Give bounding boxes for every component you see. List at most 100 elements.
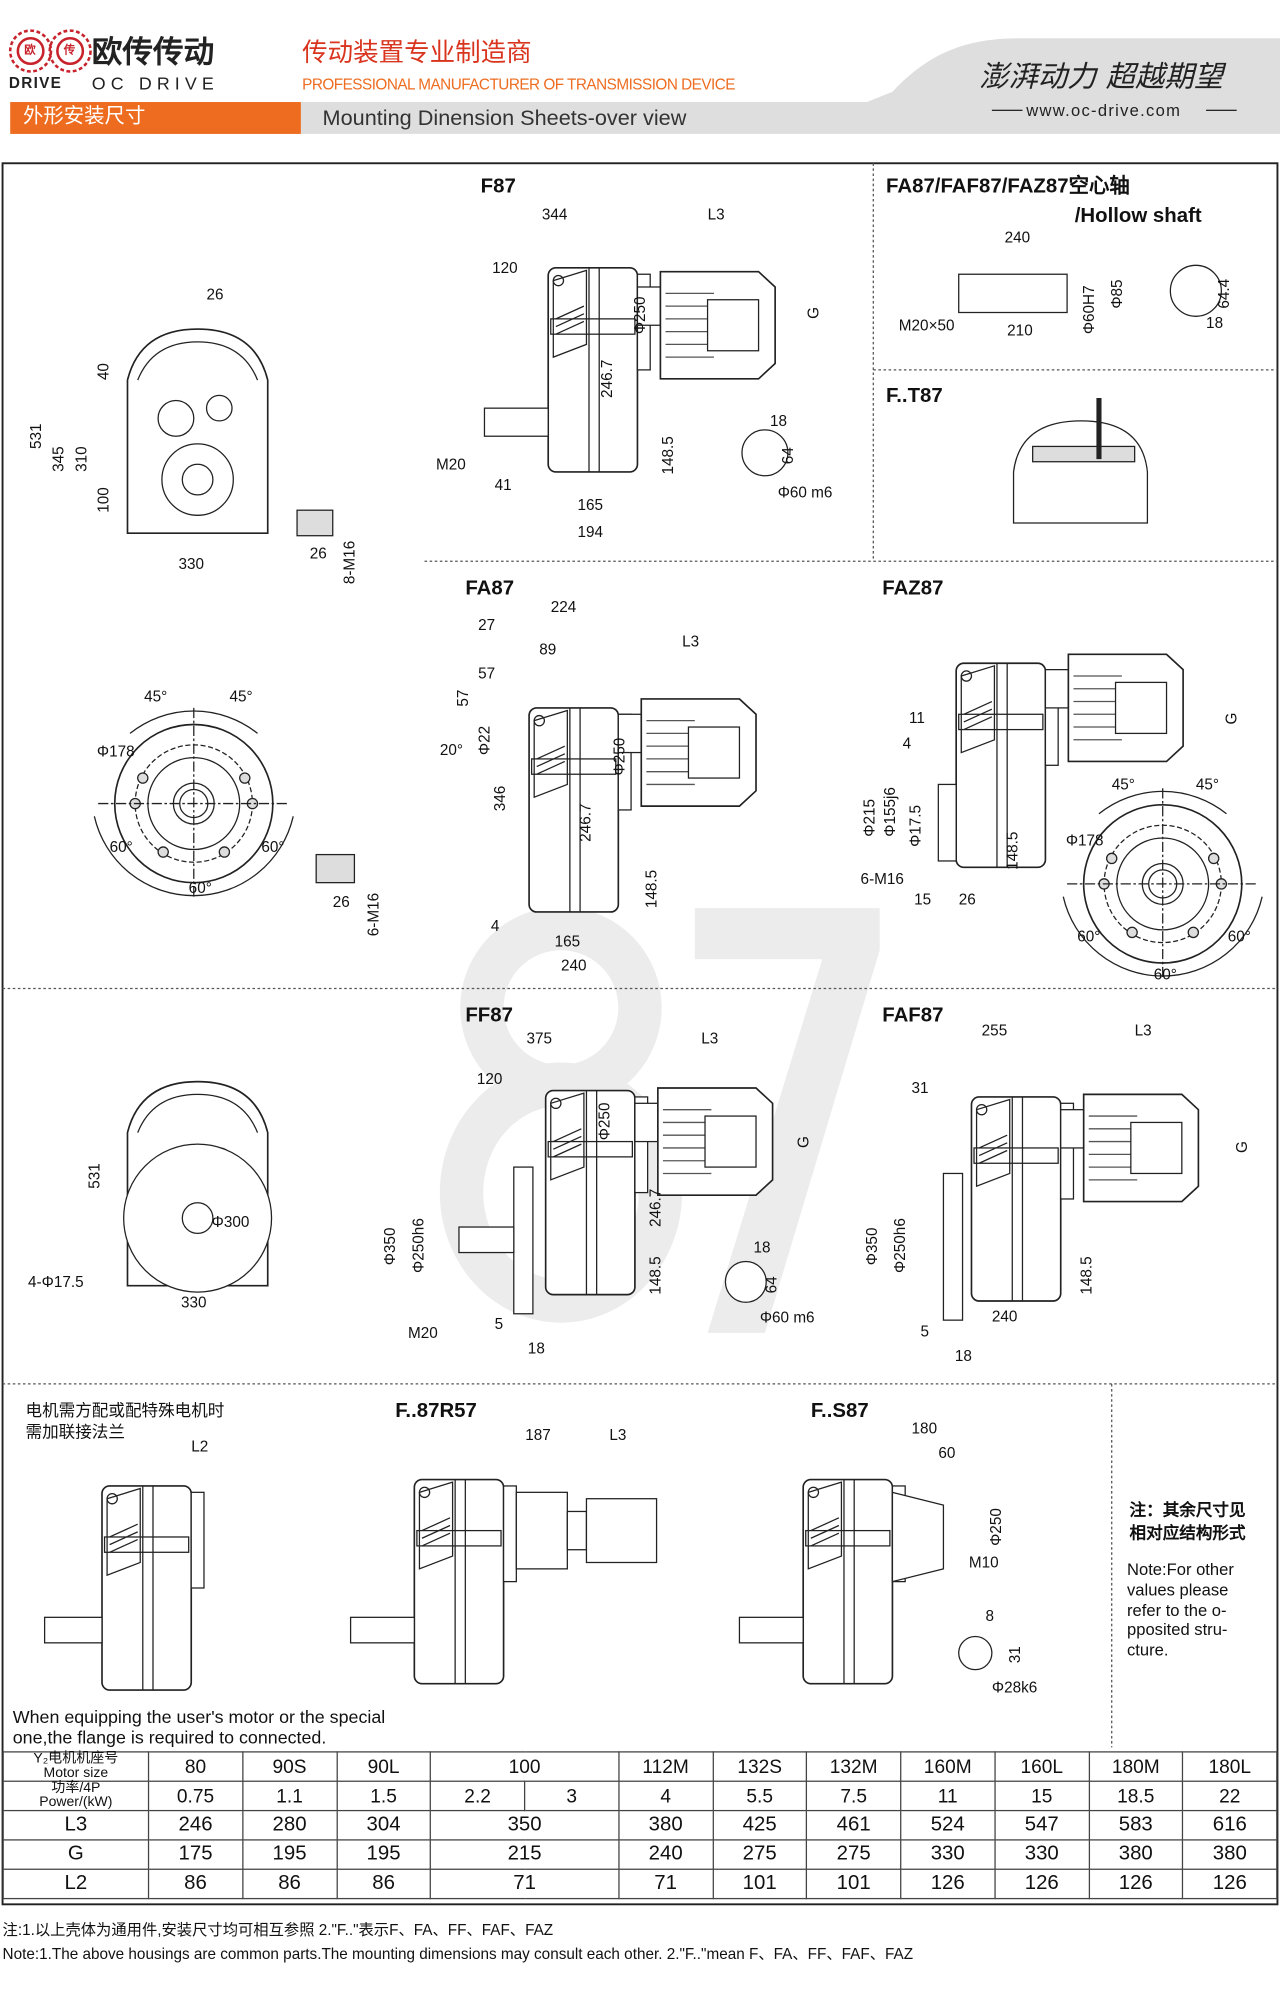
cell: 1.1 (241, 1780, 338, 1812)
dim-label: Φ22 (475, 725, 494, 756)
dim-label: M20×50 (898, 316, 955, 335)
cell: 240 (618, 1839, 714, 1870)
dim-label: 89 (539, 640, 557, 659)
dim-label: 57 (478, 664, 496, 683)
row-header: L3 (2, 1809, 150, 1841)
dim-label: 18 (753, 1238, 771, 1257)
dim-label: 18 (954, 1346, 972, 1365)
dim-label: Φ178 (96, 742, 135, 761)
dim-label: L3 (609, 1426, 627, 1444)
dim-label: 40 (94, 363, 113, 381)
dim-label: 60° (261, 838, 285, 856)
dim-label: Φ250 (610, 737, 629, 776)
title-s87: F..S87 (810, 1400, 869, 1423)
dim-label: 45° (144, 687, 168, 706)
cell: 160M (900, 1751, 996, 1782)
dim-label: 27 (478, 616, 496, 634)
dim-label: 45° (1111, 775, 1135, 794)
dim-label: G (794, 1136, 813, 1148)
dim-label: 6-M16 (364, 892, 383, 937)
cell: 380 (1182, 1839, 1278, 1870)
divider (1206, 109, 1237, 111)
cell: 11 (900, 1780, 996, 1812)
dim-label: 120 (476, 1070, 503, 1089)
cell: 132S (712, 1751, 808, 1782)
dim-label: 26 (309, 544, 327, 563)
cell: 0.75 (147, 1780, 244, 1812)
cell: 330 (994, 1839, 1090, 1870)
dim-label: 26 (958, 890, 976, 909)
dim-label: 60 (938, 1443, 956, 1462)
dim-label: 45° (1195, 775, 1220, 794)
dim-label: 180 (911, 1419, 938, 1438)
side-note-en: Note:For other (1127, 1559, 1234, 1580)
dim-label: 5 (494, 1315, 504, 1333)
cell: 100 (429, 1751, 620, 1782)
watermark-87-graphic (694, 908, 880, 1333)
dim-label: 6-M16 (860, 869, 904, 888)
dim-label: 531 (85, 1163, 104, 1189)
dim-label: 148.5 (642, 869, 661, 909)
row-header-cn: 功率/4P (51, 1780, 101, 1796)
row-header-en: Power/(kW) (39, 1794, 113, 1810)
cell: 101 (806, 1868, 902, 1900)
dim-label: 375 (526, 1029, 553, 1048)
dim-label: 4-Φ17.5 (28, 1272, 84, 1291)
cell: 101 (712, 1868, 808, 1900)
dim-label: 8 (985, 1607, 995, 1625)
dim-label: Φ250 (986, 1508, 1005, 1546)
dim-label: 344 (541, 205, 568, 224)
dim-label: 224 (550, 598, 577, 617)
dim-label: Φ250h6 (409, 1218, 428, 1273)
dim-label: 64 (762, 1276, 781, 1294)
dim-label: 310 (72, 446, 91, 472)
logo-text-en-left: DRIVE (8, 73, 63, 92)
cell: 195 (335, 1839, 432, 1870)
row-header: L2 (2, 1868, 150, 1900)
dim-label: 45° (229, 687, 253, 706)
dim-label: 18 (1206, 313, 1224, 332)
cell: 71 (429, 1868, 620, 1900)
logo-text-en-right: OC DRIVE (91, 72, 219, 94)
divider (991, 109, 1023, 111)
dim-label: 60° (1227, 927, 1251, 946)
cell: 547 (994, 1809, 1090, 1841)
dim-label: 15 (914, 890, 932, 909)
cell: 86 (241, 1868, 338, 1900)
cell: 7.5 (806, 1780, 902, 1812)
cell: 425 (712, 1809, 808, 1841)
dim-label: 18 (527, 1339, 545, 1358)
cell: 380 (618, 1809, 714, 1841)
dim-label: 210 (1007, 321, 1033, 340)
dim-label: 240 (560, 956, 587, 975)
cell: 524 (900, 1809, 996, 1841)
cell: 616 (1182, 1809, 1278, 1841)
dim-label: L3 (1134, 1021, 1152, 1040)
title-fa87: FA87 (465, 577, 515, 600)
cell: 90S (241, 1751, 338, 1782)
dim-label: 60° (188, 878, 212, 897)
dim-label: 246.7 (597, 359, 616, 398)
side-note-en: refer to the o- (1127, 1600, 1227, 1620)
dim-label: 531 (26, 423, 45, 449)
dim-label: 57 (453, 689, 472, 707)
row-header-cn: Y₂电机机座号 (33, 1751, 119, 1767)
cell: 126 (1088, 1868, 1184, 1900)
dim-label: 26 (206, 285, 224, 304)
cell: 18.5 (1088, 1780, 1184, 1812)
dim-label: Φ155j6 (880, 787, 899, 837)
dim-label: 346 (490, 785, 509, 812)
title-hollow-shaft: FA87/FAF87/FAZ87空心轴 (886, 176, 1130, 198)
title-ff87: FF87 (465, 1005, 513, 1027)
cell: 175 (147, 1839, 244, 1870)
dim-label: Φ350 (381, 1227, 400, 1266)
title-ft87: F..T87 (886, 385, 943, 407)
dim-label: 20° (439, 741, 463, 759)
cell: 583 (1088, 1809, 1184, 1841)
dim-label: 165 (577, 496, 604, 515)
dim-label: 120 (492, 258, 518, 277)
